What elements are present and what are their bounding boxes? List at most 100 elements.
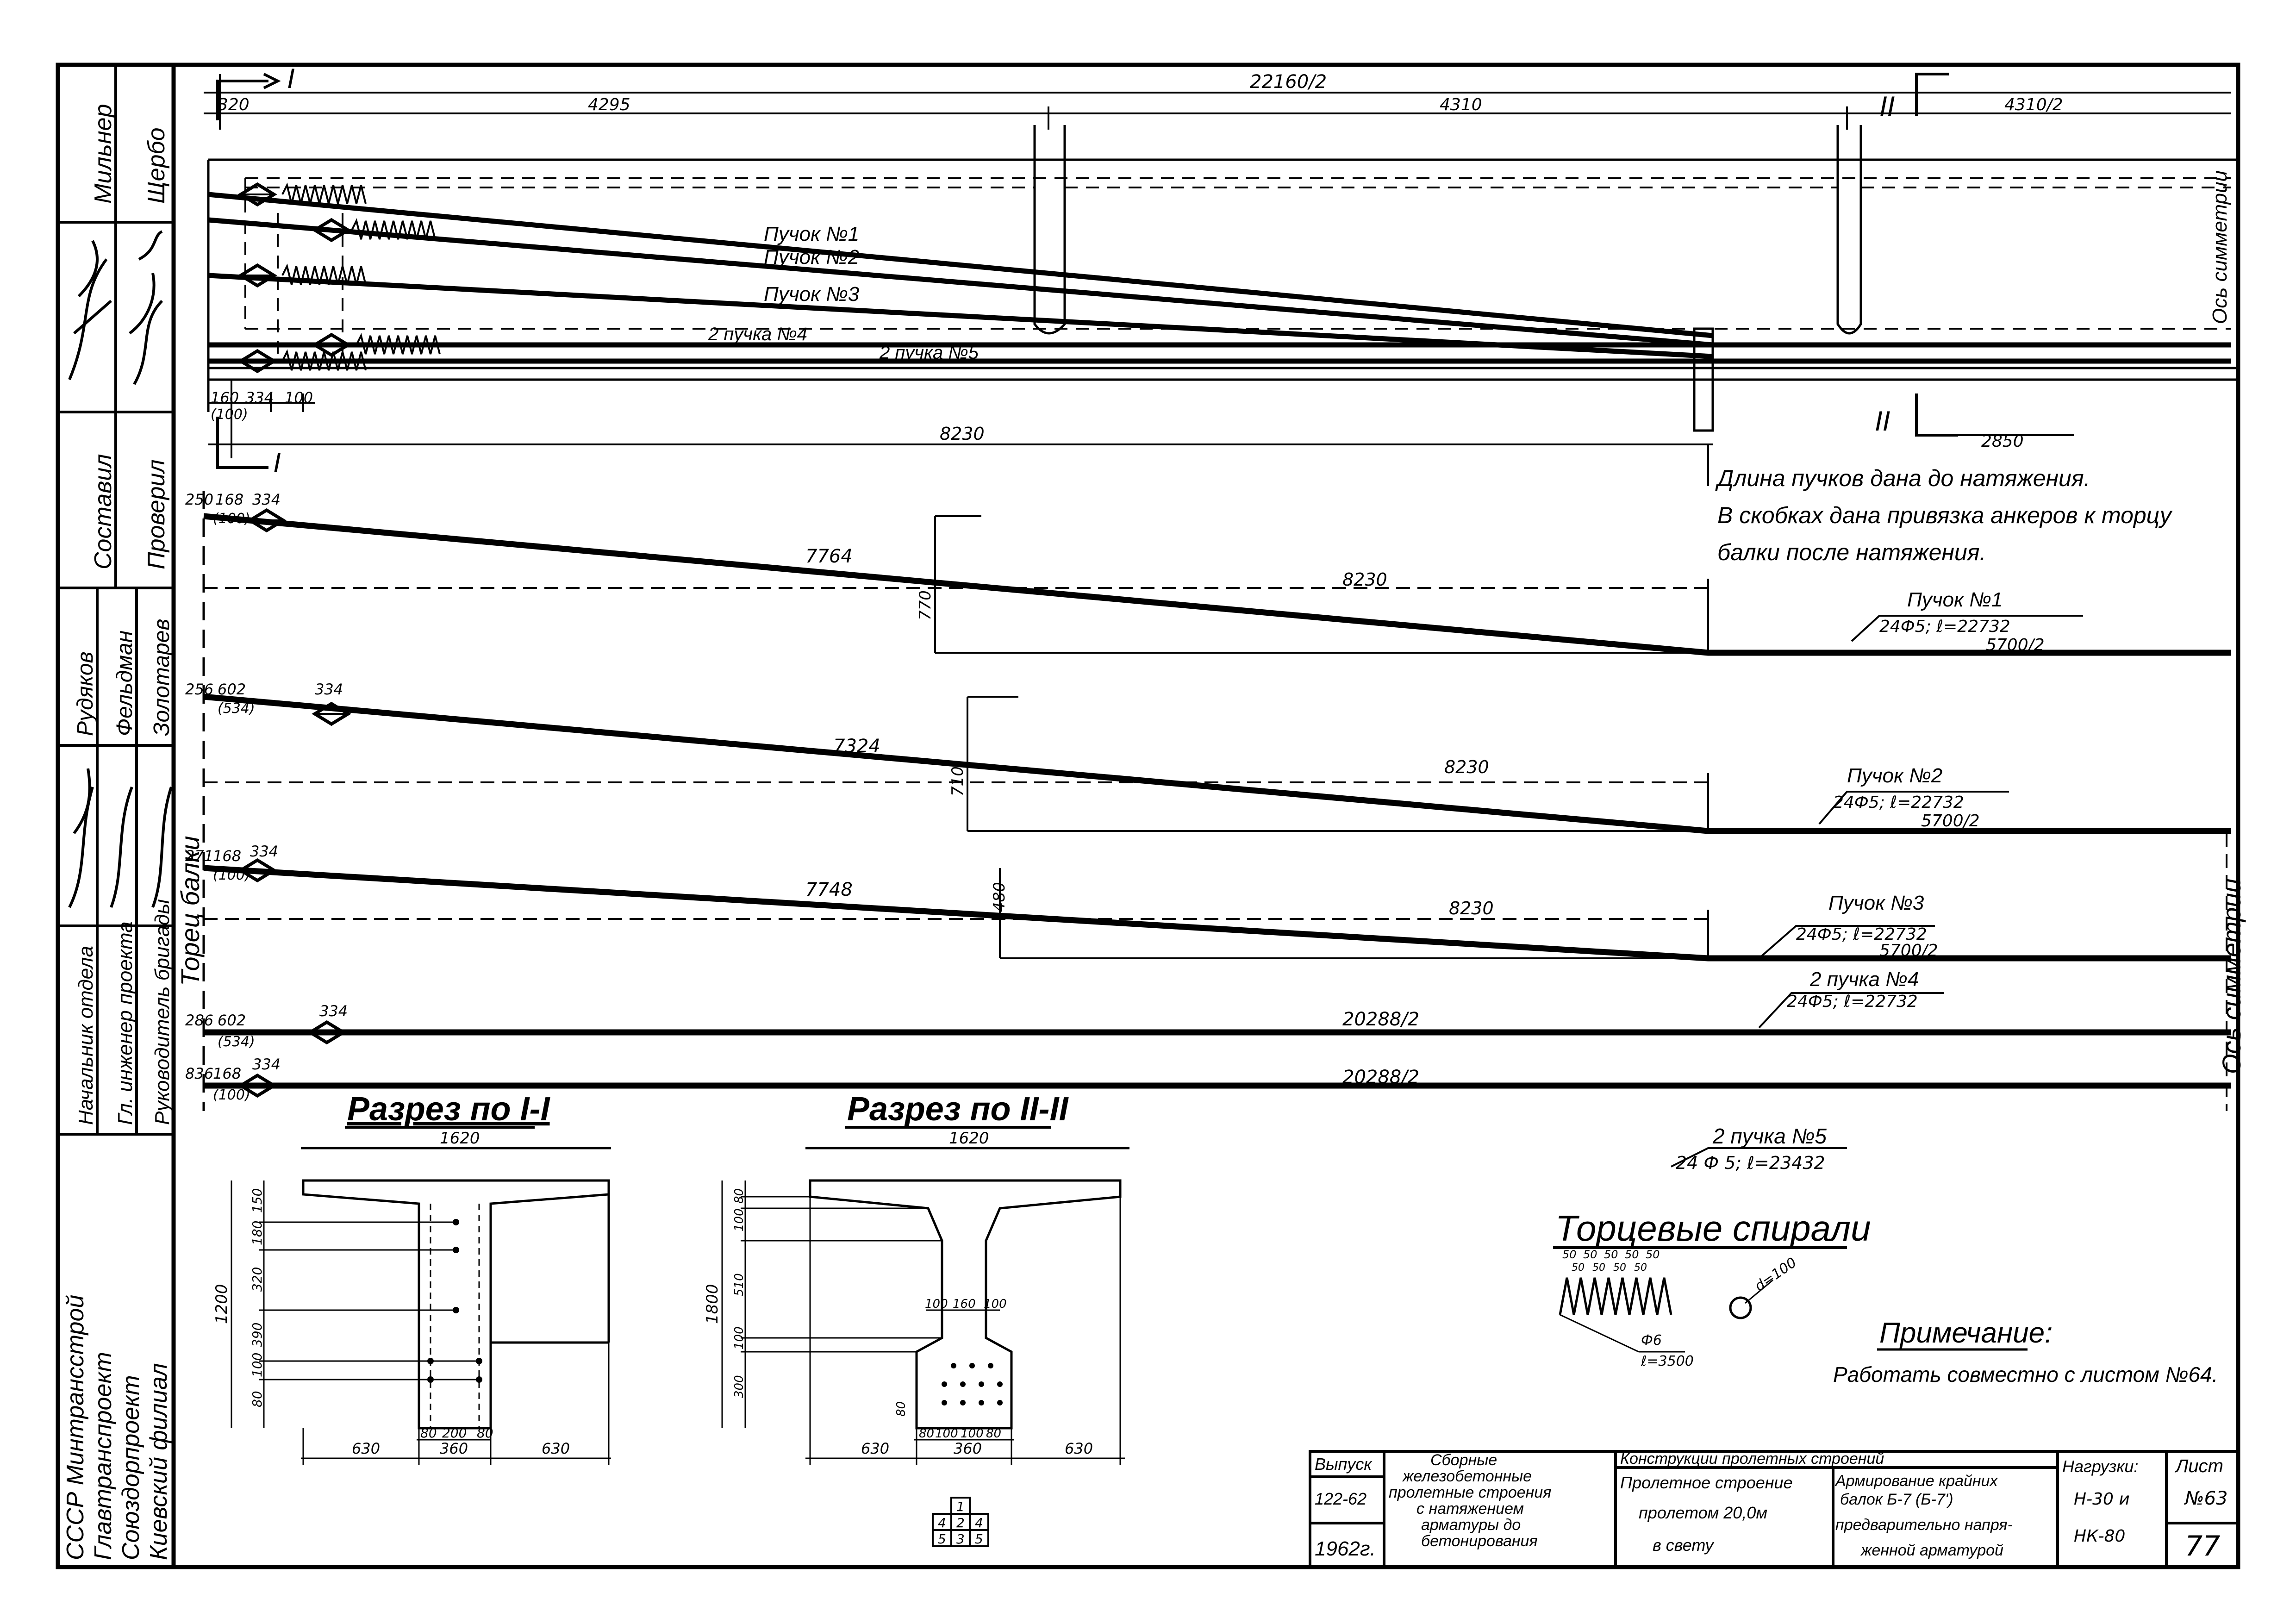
p5-spec: 24 Ф 5; ℓ=23432 — [1676, 1153, 1825, 1173]
dim-100: 100 — [285, 389, 313, 406]
p2-b: (534) — [218, 700, 255, 717]
tb-load-1: Н-30 и — [2074, 1490, 2130, 1509]
org-3: Союздорпроект — [118, 1375, 144, 1560]
org-1: СССР Минтрансстрой — [62, 1295, 89, 1560]
s2-b2: 360 — [954, 1440, 982, 1457]
s2-h4: 80 — [986, 1427, 1001, 1441]
p1-start: 250 — [185, 491, 213, 508]
p3-spec: 24Ф5; ℓ=22732 — [1796, 925, 1927, 944]
dim-320: 320 — [218, 95, 250, 114]
p3-c: 334 — [250, 843, 278, 860]
left-stamp — [58, 65, 174, 1136]
s2-v5: 300 — [732, 1375, 746, 1398]
title-block — [1309, 1450, 2240, 1568]
s2-b3: 630 — [1065, 1440, 1093, 1457]
p1-a: 168 — [215, 491, 243, 508]
p3-seg: 8230 — [1449, 898, 1494, 918]
p2-half: 5700/2 — [1921, 812, 1980, 831]
s1-v4: 390 — [250, 1323, 265, 1347]
label-beam-end: Торец балки — [175, 836, 205, 986]
s2-b1: 630 — [861, 1440, 889, 1457]
dim-4310: 4310 — [1440, 95, 1482, 114]
tb-span-1: Пролетное строение — [1620, 1473, 1793, 1492]
profile-bundle-1: 250 168 (100) 334 7764 770 8230 Пучок №1… — [185, 491, 2231, 656]
tb-year: 1962г. — [1315, 1537, 1376, 1560]
profile-bundle-4: 286 602 (534) 334 20288/2 2 пучка №4 24Ф… — [185, 968, 2231, 1050]
grid-4a: 4 — [938, 1515, 946, 1530]
signature-1 — [68, 240, 112, 381]
p2-len: 7324 — [833, 736, 880, 757]
plan-label-bundle-4: 2 пучка №4 — [708, 324, 807, 344]
tb-vypusk-label: Выпуск — [1315, 1455, 1373, 1474]
org-2: Главтранспроект — [90, 1352, 117, 1560]
s2-web3: 100 — [984, 1297, 1007, 1311]
dim-160: 160 — [211, 389, 239, 406]
tb-content-3: предварительно напря- — [1835, 1516, 2013, 1534]
p1-h: 770 — [916, 590, 935, 620]
spiral-q1: 50 — [1572, 1262, 1585, 1274]
p2-a: 602 — [218, 681, 246, 698]
tb-span-2: пролетом 20,0м — [1639, 1503, 1767, 1522]
s2-height: 1800 — [703, 1284, 722, 1324]
p1-c: 334 — [252, 491, 281, 508]
section-1-title: Разрез по I-I — [347, 1091, 551, 1128]
person-feldman: Фельдман — [112, 631, 137, 736]
s2-h1: 80 — [919, 1427, 934, 1441]
p5-name: 2 пучка №5 — [1712, 1124, 1827, 1148]
dim-4295: 4295 — [588, 95, 630, 114]
section-2-title: Разрез по II-II — [847, 1091, 1069, 1128]
grid-3: 3 — [956, 1531, 965, 1547]
label-axis-lower: Ось симметрии — [2217, 879, 2246, 1074]
name-shcherbo: Щербо — [143, 127, 170, 204]
p4-spec: 24Ф5; ℓ=22732 — [1787, 992, 1918, 1011]
s2-v6: 80 — [894, 1401, 908, 1417]
p1-b: (100) — [213, 511, 250, 527]
s1-b2: 360 — [440, 1440, 468, 1457]
col-sostavil: Составил — [90, 454, 117, 569]
p5-len: 20288/2 — [1342, 1067, 1419, 1088]
tb-content-1: Армирование крайних — [1834, 1472, 1998, 1490]
spiral-p3: 50 — [1604, 1248, 1618, 1261]
tb-desc-5: арматуры до — [1421, 1516, 1521, 1534]
p1-len: 7764 — [805, 546, 853, 567]
dim-4310-2: 4310/2 — [2004, 95, 2063, 114]
spiral-dia: d=100 — [1752, 1255, 1800, 1295]
tb-header: Конструкции пролетных строений — [1620, 1450, 1884, 1468]
plan-spirals — [281, 182, 441, 371]
s1-h2: 200 — [442, 1425, 467, 1441]
role-head-dept: Начальник отдела — [75, 946, 97, 1125]
s1-v6: 80 — [250, 1391, 265, 1407]
s1-width: 1620 — [440, 1129, 480, 1148]
section-I-bottom: I — [273, 447, 281, 478]
s2-v4: 100 — [732, 1326, 746, 1349]
grid-5b: 5 — [975, 1531, 983, 1547]
p5-a: 168 — [213, 1065, 241, 1082]
plan-dims-below — [208, 380, 2074, 458]
p4-start: 286 — [185, 1012, 213, 1029]
p3-len: 7748 — [805, 879, 853, 900]
s1-h1: 80 — [420, 1425, 437, 1441]
p3-a: 168 — [213, 847, 241, 865]
plan-label-bundle-3: Пучок №3 — [764, 283, 860, 306]
s1-b3: 630 — [542, 1440, 570, 1457]
tb-load-label: Нагрузки: — [2062, 1457, 2138, 1476]
s1-v1: 150 — [250, 1188, 265, 1213]
tb-desc-4: с натяжением — [1416, 1500, 1524, 1518]
signature-4 — [110, 786, 173, 908]
section-II-bottom: II — [1875, 406, 1890, 437]
s2-h2: 100 — [935, 1427, 958, 1441]
p4-a: 602 — [218, 1012, 246, 1029]
s1-v5: 100 — [250, 1353, 265, 1377]
p3-b: (100) — [213, 867, 250, 883]
p1-name: Пучок №1 — [1907, 588, 2003, 611]
plan-axis-label: Ось симметрии — [2209, 170, 2231, 324]
p5-start: 836 — [185, 1065, 213, 1082]
grid-2: 2 — [956, 1515, 965, 1530]
spiral-q4: 50 — [1634, 1262, 1647, 1274]
s1-h3: 80 — [477, 1425, 493, 1441]
note-line-2: В скобках дана привязка анкеров к торцу — [1717, 502, 2173, 528]
note-text: Работать совместно с листом №64. — [1833, 1362, 2218, 1387]
s2-web1: 100 — [925, 1297, 948, 1311]
note: Примечание: Работать совместно с листом … — [1833, 1317, 2218, 1387]
spiral-p2: 50 — [1583, 1248, 1597, 1261]
